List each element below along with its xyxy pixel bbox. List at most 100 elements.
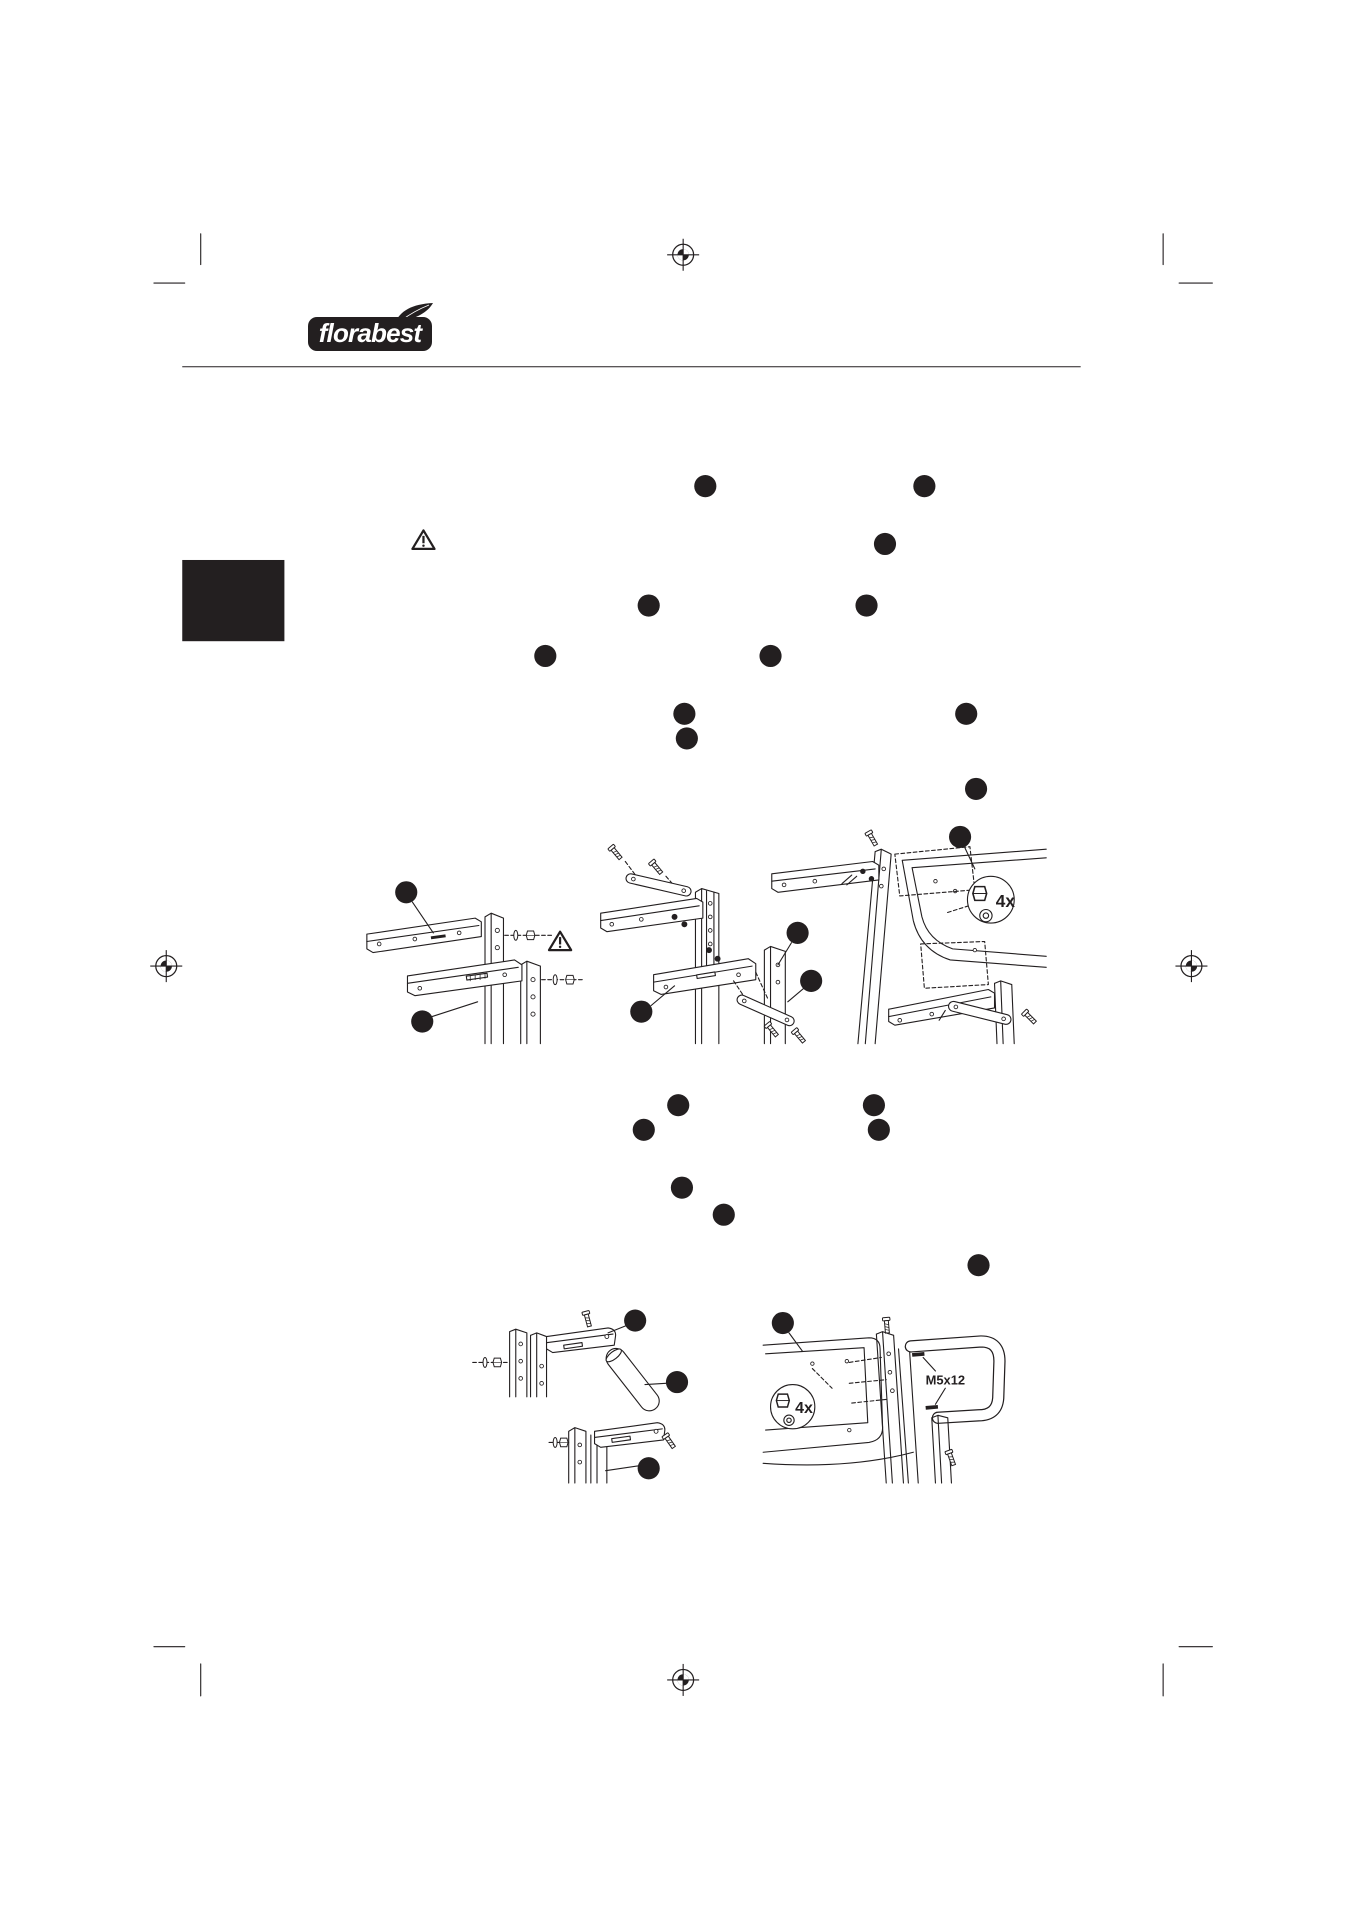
bolt-assembly-lower <box>541 974 586 986</box>
detail-frame <box>894 846 976 897</box>
crop-mark-top-right <box>1162 233 1213 284</box>
callout-marker <box>771 1311 794 1335</box>
brand-logo: florabest <box>306 298 436 354</box>
crop-mark-top-left <box>153 233 202 284</box>
callout-marker <box>637 1457 660 1480</box>
callout-marker <box>967 1254 990 1277</box>
figure-2-step-b: 4x M5x12 <box>762 1311 1006 1484</box>
leg-post <box>857 848 892 1045</box>
leg-post <box>520 960 541 1045</box>
text-callouts-2 <box>632 1094 990 1277</box>
handle-bracket-lower <box>593 1422 666 1448</box>
leg-post <box>931 1414 953 1484</box>
bolt-assembly <box>548 1436 570 1448</box>
callout-marker <box>673 702 696 725</box>
section-tab <box>182 559 285 642</box>
registration-mark-icon <box>666 238 700 272</box>
screw <box>881 1316 892 1334</box>
figure-1-step-a <box>366 881 586 1045</box>
callout-marker <box>670 1176 693 1199</box>
detail-zoom-circle: 4x <box>966 875 1016 924</box>
figure-2: 4x M5x12 <box>472 1309 1006 1484</box>
leg-post <box>763 945 786 1045</box>
strut-bar <box>625 873 692 897</box>
screw <box>864 829 880 848</box>
callout-marker <box>855 594 878 617</box>
leader-lines <box>411 901 479 1018</box>
callout-marker <box>665 1371 689 1394</box>
callout-marker <box>667 1094 690 1117</box>
crop-mark-bottom-right <box>1162 1646 1213 1697</box>
callout-marker <box>955 702 978 725</box>
detail-quantity-label: 4x <box>996 891 1016 911</box>
callout-marker <box>637 594 660 617</box>
callout-marker <box>800 969 823 992</box>
handle-roller <box>605 1347 660 1412</box>
warning-triangle-icon <box>411 529 436 551</box>
screw <box>661 1432 678 1451</box>
detail-leader <box>944 905 970 914</box>
callout-marker <box>534 644 557 668</box>
registration-mark-icon <box>1174 949 1209 983</box>
leader-lines <box>964 847 976 870</box>
leader-lines <box>605 1324 667 1472</box>
screw <box>790 1027 808 1045</box>
detail-frame <box>920 940 989 989</box>
tray <box>762 1337 914 1466</box>
callout-marker <box>712 1203 735 1226</box>
leg-post <box>509 1328 548 1398</box>
detail-zoom-circle: 4x <box>769 1384 816 1430</box>
callout-marker <box>913 475 936 498</box>
screw-spec-label: M5x12 <box>926 1373 965 1388</box>
screw <box>647 858 665 877</box>
detail-quantity-label: 4x <box>795 1400 813 1417</box>
crossbar-upper <box>366 917 482 954</box>
callout-marker <box>411 1010 434 1033</box>
logo-text: florabest <box>318 318 422 348</box>
registration-mark-icon <box>149 949 183 983</box>
warning-triangle-icon <box>547 930 573 952</box>
callout-marker <box>759 644 782 668</box>
strut-bar <box>736 994 795 1027</box>
text-callouts-1 <box>534 475 988 800</box>
leg-post <box>875 1331 919 1484</box>
screw <box>763 1020 781 1039</box>
strut-bar <box>948 1000 1012 1025</box>
callout-marker <box>867 1118 890 1141</box>
crop-marks <box>153 233 1213 1697</box>
figure-1: 4x <box>366 825 1047 1045</box>
bolt-assembly <box>472 1356 511 1368</box>
bolt-assembly-upper <box>504 929 553 941</box>
leader-lines <box>650 942 805 1007</box>
callout-marker <box>948 825 972 848</box>
assembly-guide-lines <box>811 1356 889 1404</box>
crossbar-upper <box>600 897 704 933</box>
crossbar-lower <box>653 958 757 995</box>
leader-lines <box>788 1332 804 1352</box>
callout-marker <box>632 1118 655 1141</box>
callout-marker <box>675 727 698 750</box>
crossbar-lower <box>406 959 523 997</box>
callout-marker <box>786 921 809 944</box>
figure-1-step-b <box>600 843 823 1045</box>
crossbar-upper <box>771 860 880 893</box>
figure-1-step-c: 4x <box>771 825 1047 1045</box>
callout-marker <box>964 777 988 800</box>
callout-marker <box>395 881 418 904</box>
registration-mark-icon <box>666 1663 700 1697</box>
logo-badge: florabest <box>308 317 432 351</box>
handle-bracket-upper <box>545 1327 617 1354</box>
figure-2-step-a <box>472 1309 689 1484</box>
callout-marker <box>630 1000 653 1023</box>
handle-loop <box>904 1335 1006 1424</box>
callout-marker <box>694 475 717 498</box>
callout-marker <box>862 1094 885 1117</box>
screw-spec-callout: M5x12 <box>911 1352 965 1410</box>
crossbar-lower <box>888 988 996 1026</box>
callout-marker <box>873 532 897 556</box>
screw <box>1020 1008 1039 1026</box>
screw <box>607 843 624 862</box>
crop-mark-bottom-left <box>153 1646 202 1697</box>
leg-post <box>568 1427 608 1484</box>
